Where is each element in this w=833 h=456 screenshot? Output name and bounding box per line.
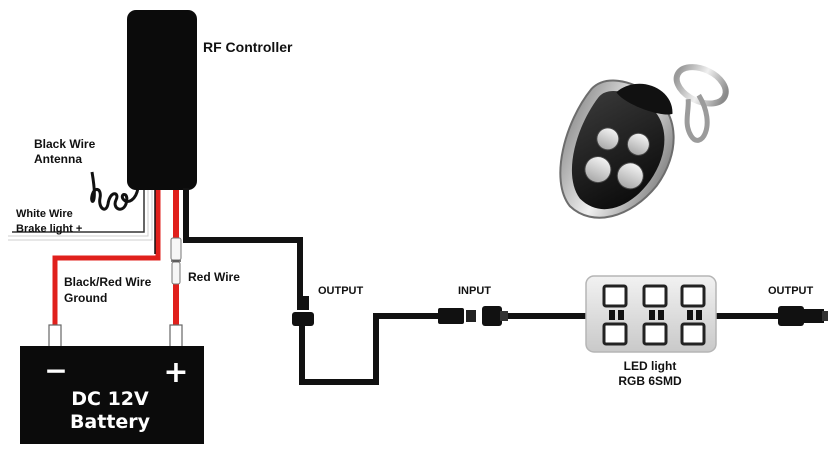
led-input-label: INPUT <box>458 285 491 297</box>
black-wire-label: Black Wire <box>34 137 96 151</box>
antenna-coil <box>90 171 140 211</box>
led-output-label: OUTPUT <box>768 285 814 297</box>
red-wire-label: Red Wire <box>188 270 240 284</box>
negative-terminal-clip <box>48 324 62 348</box>
led-light-label: LED light <box>624 359 677 373</box>
battery-plus-sign: + <box>163 355 188 390</box>
led-module <box>585 275 717 353</box>
battery-voltage-label: DC 12V <box>71 388 149 410</box>
battery-minus-sign: − <box>44 354 67 387</box>
thin-black-wire <box>12 188 145 233</box>
rf-controller-box <box>127 10 197 190</box>
ground-label: Ground <box>64 291 107 305</box>
car-key-fob-icon <box>559 64 729 219</box>
battery-label: Battery <box>70 411 151 433</box>
led-type-label: RGB 6SMD <box>618 374 682 388</box>
blackred-wire-label: Black/Red Wire <box>64 275 152 289</box>
white-wire-label: White Wire <box>16 208 73 220</box>
antenna-label: Antenna <box>34 152 82 166</box>
controller-output-label: OUTPUT <box>318 285 364 297</box>
led-chips <box>602 284 706 346</box>
inline-fuse <box>170 237 182 285</box>
battery <box>20 346 204 444</box>
wires-to-battery <box>8 188 183 348</box>
rf-controller-label: RF Controller <box>203 39 293 55</box>
brake-light-label: Brake light + <box>16 223 82 235</box>
output-wire <box>183 188 828 385</box>
ground-wire <box>52 188 161 328</box>
positive-terminal-clip <box>169 324 183 348</box>
